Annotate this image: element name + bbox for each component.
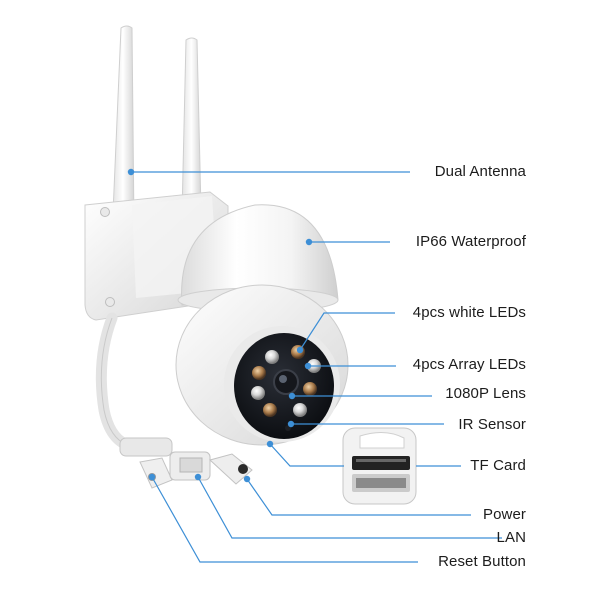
camera-body (175, 284, 349, 446)
leader-power (246, 478, 471, 516)
callout-lines (127, 168, 502, 563)
label-1080p-lens: 1080P Lens (445, 385, 526, 402)
leader-lan-dot (194, 473, 202, 481)
label-tf-card: TF Card (470, 457, 526, 474)
label-ir-sensor: IR Sensor (458, 416, 526, 433)
leader-reset-button (151, 476, 418, 563)
antenna-right (181, 37, 202, 215)
connector-cluster (119, 437, 253, 489)
antenna-left (111, 25, 135, 237)
camera-lens (273, 369, 299, 395)
leader-tf-card-dot (266, 440, 274, 448)
label-array-leds: 4pcs Array LEDs (412, 356, 526, 373)
leader-tf-card (269, 443, 344, 467)
leader-dual-antenna-dot (127, 168, 135, 176)
led-array (251, 345, 321, 417)
leader-reset-button-dot (148, 473, 156, 481)
label-ip66-waterproof: IP66 Waterproof (415, 233, 526, 250)
label-dual-antenna: Dual Antenna (434, 163, 526, 180)
tf-card-inset (342, 427, 417, 505)
leader-ir-sensor-dot (287, 420, 295, 428)
label-lan: LAN (496, 529, 526, 546)
label-power: Power (482, 506, 526, 523)
leader-power-dot (243, 475, 251, 483)
leader-lan (197, 476, 502, 539)
leader-white-leds (299, 312, 395, 351)
leader-white-leds-dot (296, 346, 304, 354)
label-white-leds: 4pcs white LEDs (412, 304, 526, 321)
leader-array-leds-dot (304, 362, 312, 370)
leader-ip66-waterproof-dot (305, 238, 313, 246)
label-reset-button: Reset Button (438, 553, 526, 570)
leader-1080p-lens-dot (288, 392, 296, 400)
